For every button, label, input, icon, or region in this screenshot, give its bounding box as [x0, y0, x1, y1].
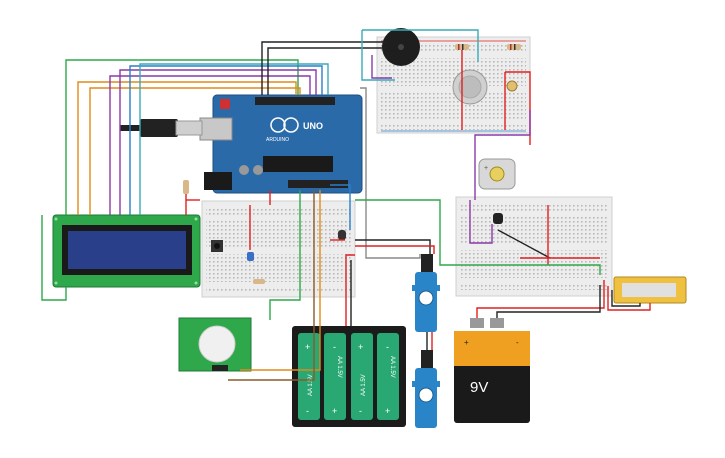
- battery-9v-minus: -: [516, 338, 519, 347]
- battery-9v-label: 9V: [470, 379, 488, 396]
- cell-3-plus: +: [358, 342, 363, 352]
- resistor-top-2: [507, 44, 521, 50]
- arduino-model-label: ARDUINO: [266, 137, 289, 143]
- photoresistor: [506, 80, 518, 92]
- piezo-buzzer: [382, 28, 420, 66]
- motor-polarity-label: +: [484, 165, 488, 172]
- wires: [41, 29, 651, 381]
- gas-sensor: [452, 69, 488, 105]
- servo-motor-2: [412, 350, 440, 428]
- battery-9v: + - 9V: [454, 318, 530, 423]
- aa-battery-pack: + - + - AA 1.5V AA 1.5V AA 1.5V AA 1.5V …: [292, 326, 406, 427]
- lcd-16x2-module: [52, 214, 201, 288]
- breadboard-right: [455, 196, 613, 297]
- cell-4-label: AA 1.5V: [389, 356, 395, 378]
- cell-1-label: AA 1.5V: [308, 374, 314, 396]
- cell-2-minus: -: [333, 342, 336, 352]
- small-display-module: [613, 276, 687, 304]
- cell-3-label: AA 1.5V: [361, 374, 367, 396]
- arduino-uno-board: ARDUINO UNO: [199, 94, 363, 194]
- cell-1-plus: +: [305, 342, 310, 352]
- cell-2-plus: +: [332, 406, 337, 416]
- battery-9v-plus: +: [464, 338, 469, 347]
- servo-motor-1: [412, 254, 440, 332]
- cell-1-minus: -: [306, 406, 309, 416]
- breadboard-middle-left: [201, 200, 356, 298]
- transistor: [493, 213, 503, 224]
- dc-motor: +: [478, 158, 516, 190]
- cell-4-minus: -: [386, 342, 389, 352]
- push-button: [211, 240, 223, 252]
- temperature-sensor: [338, 230, 346, 240]
- cell-2-label: AA 1.5V: [336, 356, 342, 378]
- arduino-brand-label: UNO: [303, 121, 323, 131]
- cell-4-plus: +: [385, 406, 390, 416]
- resistor-top-1: [455, 44, 469, 50]
- resistor-middle-2: [253, 279, 265, 284]
- pir-motion-sensor: [178, 317, 252, 372]
- usb-cable: [120, 119, 203, 137]
- cell-3-minus: -: [359, 406, 362, 416]
- resistor-middle-1: [183, 180, 189, 194]
- capacitor-blue: [247, 252, 254, 261]
